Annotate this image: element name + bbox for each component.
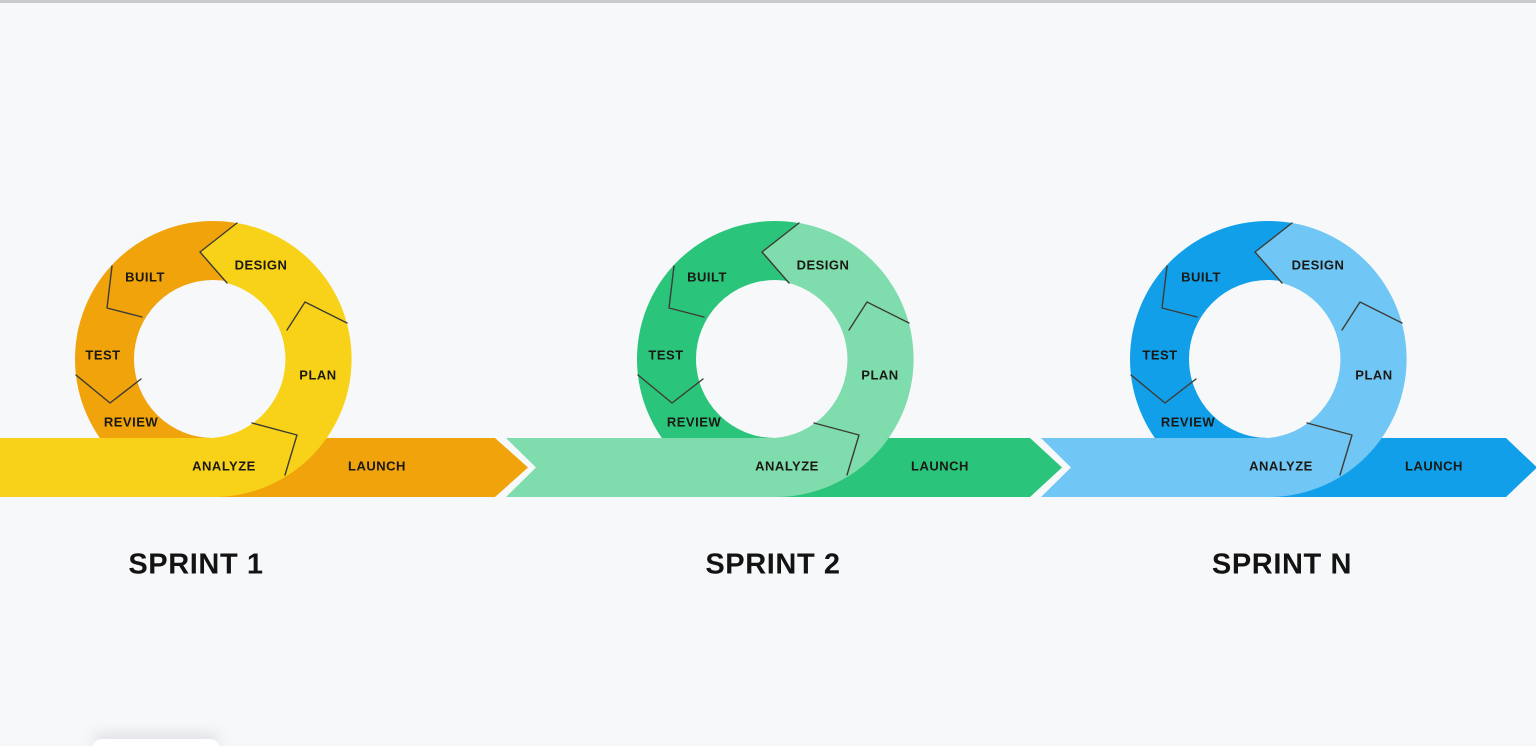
step-label-design: DESIGN (796, 257, 850, 273)
divider-plan-analyze (813, 422, 860, 476)
divider-plan-analyze (251, 422, 298, 476)
step-label-built: BUILT (687, 269, 727, 285)
divider-built-design (761, 222, 800, 284)
divider-test-review (637, 374, 704, 404)
sprint-n-title: SPRINT N (1211, 548, 1353, 581)
step-label-test: TEST (1142, 347, 1178, 363)
divider-built-design (199, 222, 238, 284)
divider-built-test (106, 265, 143, 318)
loop-ring-light-sprint-2 (762, 223, 914, 498)
divider-design-plan (848, 301, 910, 331)
segment-dividers-sprint-2 (637, 222, 910, 476)
divider-built-test (1161, 265, 1198, 318)
step-label-launch: LAUNCH (1405, 458, 1463, 474)
bottom-edge-card (92, 739, 220, 746)
incoming-band-sprint-n (1041, 438, 1268, 497)
step-label-review: REVIEW (666, 414, 722, 430)
loop-ring-light-sprint-1 (200, 223, 352, 498)
step-label-review: REVIEW (103, 414, 159, 430)
divider-test-review (1130, 374, 1197, 404)
divider-built-test (668, 265, 705, 318)
step-label-design: DESIGN (1291, 257, 1345, 273)
divider-plan-analyze (1306, 422, 1353, 476)
step-label-analyze: ANALYZE (1249, 458, 1313, 474)
loop-ring-light-sprint-n (1255, 223, 1407, 498)
step-label-plan: PLAN (1355, 367, 1393, 383)
step-label-built: BUILT (125, 269, 165, 285)
step-label-launch: LAUNCH (348, 458, 406, 474)
segment-dividers-sprint-n (1130, 222, 1403, 476)
step-label-plan: PLAN (299, 367, 337, 383)
step-label-analyze: ANALYZE (192, 458, 256, 474)
divider-design-plan (286, 301, 348, 331)
step-label-test: TEST (85, 347, 121, 363)
step-label-launch: LAUNCH (911, 458, 969, 474)
step-label-analyze: ANALYZE (755, 458, 819, 474)
divider-test-review (75, 374, 142, 404)
sprint-2-title: SPRINT 2 (705, 548, 841, 581)
step-label-built: BUILT (1181, 269, 1221, 285)
top-border-strip (0, 0, 1536, 3)
sprint-1-title: SPRINT 1 (128, 548, 264, 581)
incoming-band-sprint-1 (0, 438, 213, 497)
step-label-design: DESIGN (234, 257, 288, 273)
step-label-plan: PLAN (861, 367, 899, 383)
step-label-test: TEST (648, 347, 684, 363)
segment-dividers-sprint-1 (75, 222, 348, 476)
step-label-review: REVIEW (1160, 414, 1216, 430)
incoming-band-sprint-2 (506, 438, 775, 497)
divider-design-plan (1341, 301, 1403, 331)
divider-built-design (1254, 222, 1293, 284)
